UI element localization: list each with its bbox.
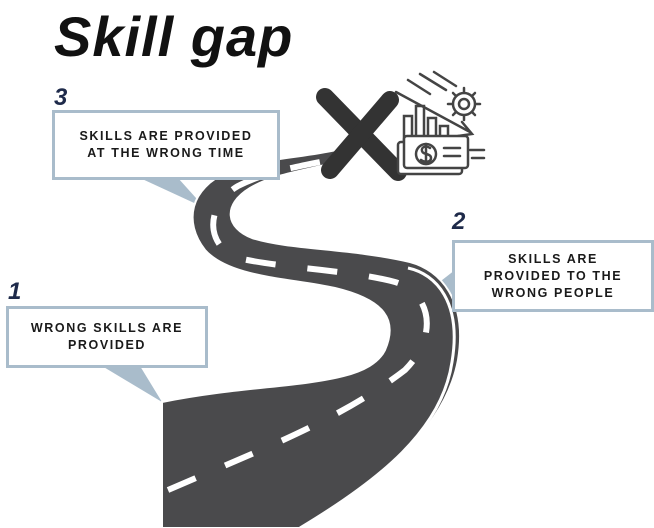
callout-text-step-1: WRONG SKILLS ARE PROVIDED [30, 321, 184, 352]
cross-mark-icon [316, 88, 407, 181]
pointer-step-1 [102, 366, 162, 402]
callout-step-2: SKILLS ARE PROVIDED TO THE WRONG PEOPLE [452, 240, 654, 312]
pointer-step-3 [140, 178, 205, 208]
callout-step-3: SKILLS ARE PROVIDED AT THE WRONG TIME [52, 110, 280, 180]
callout-step-1: WRONG SKILLS ARE PROVIDED [6, 306, 208, 368]
road-center-line [166, 157, 430, 493]
page-title: Skill gap [54, 5, 294, 68]
step-number-3: 3 [54, 84, 68, 111]
callout-text-step-3: SKILLS ARE PROVIDED AT THE WRONG TIME [79, 129, 253, 160]
step-number-2: 2 [452, 208, 466, 235]
money-chart-gear-icon [394, 70, 486, 176]
road-edge-line [299, 266, 456, 528]
step-number-1: 1 [8, 278, 22, 305]
callout-text-step-2: SKILLS ARE PROVIDED TO THE WRONG PEOPLE [483, 251, 623, 300]
